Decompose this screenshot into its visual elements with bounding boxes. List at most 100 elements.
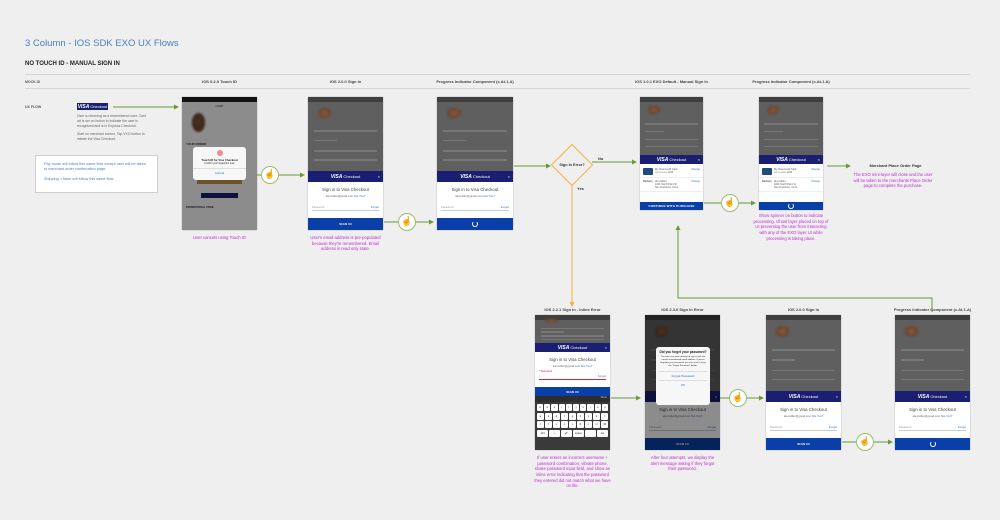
intro-text-2: Start on merchant screen. Tap VXO button…	[77, 132, 145, 141]
change-payment-link[interactable]: Change	[691, 168, 700, 171]
screen-label: IOS 2.0.0 Sign In	[329, 79, 362, 84]
change-payment-link[interactable]: Change	[811, 168, 820, 171]
forgot-link[interactable]: Forgot	[707, 425, 716, 429]
key[interactable]: m	[593, 421, 600, 428]
key[interactable]: v	[569, 421, 576, 428]
primary-button[interactable]	[437, 218, 513, 230]
primary-button[interactable]	[895, 438, 970, 450]
key[interactable]: ⌫	[601, 421, 608, 428]
close-icon[interactable]: ×	[817, 157, 820, 162]
key[interactable]: r	[558, 404, 565, 411]
key[interactable]: a	[537, 412, 544, 420]
close-icon[interactable]: ×	[964, 394, 967, 399]
key[interactable]: .	[585, 429, 596, 437]
close-icon[interactable]: ×	[714, 394, 717, 399]
not-you-link[interactable]: Not You?	[353, 194, 366, 198]
key[interactable]: c	[561, 421, 568, 428]
primary-button[interactable]: SIGN IN	[645, 438, 720, 450]
not-you-link[interactable]: Not You?	[811, 414, 824, 418]
key[interactable]: e	[551, 404, 558, 411]
screen-label: IOS 2.3.0 Sign In Error	[661, 307, 704, 312]
password-input[interactable]: Password Forgot	[649, 425, 716, 431]
forgot-link[interactable]: Forgot	[957, 425, 966, 429]
key[interactable]: d	[553, 412, 560, 420]
key[interactable]: s	[545, 412, 552, 420]
forgot-link[interactable]: Forgot	[370, 205, 379, 209]
continue-label: CONTINUE WITH PURCHASE	[648, 204, 695, 208]
close-icon[interactable]: ×	[697, 157, 700, 162]
forgot-link[interactable]: Forgot	[828, 425, 837, 429]
password-input[interactable]: |Forgot	[539, 374, 606, 380]
primary-button[interactable]: SIGN IN	[308, 218, 383, 230]
key[interactable]: w	[544, 404, 551, 411]
cancel-button[interactable]: Cancel	[193, 168, 246, 175]
key[interactable]: Go	[597, 429, 608, 437]
key[interactable]: u	[580, 404, 587, 411]
close-icon[interactable]: ×	[507, 174, 510, 179]
checkout-text: Checkout	[669, 157, 687, 162]
key[interactable]: space	[573, 429, 584, 437]
merchant-caption: The EXO mini-layer will close and the us…	[853, 172, 933, 189]
address-line-1: 1001 North Point St	[774, 183, 796, 186]
not-you-link[interactable]: Not You?	[580, 364, 593, 368]
key[interactable]: f	[561, 412, 568, 420]
sign-in-label: SIGN IN	[676, 442, 689, 446]
key[interactable]: 🎤	[561, 429, 572, 437]
key[interactable]: y	[573, 404, 580, 411]
key[interactable]: 123	[537, 429, 548, 437]
key[interactable]: t	[565, 404, 572, 411]
page-title: 3 Column - IOS SDK EXO UX Flows	[25, 38, 179, 49]
key[interactable]: k	[593, 412, 600, 420]
not-you-link[interactable]: Not You?	[940, 414, 953, 418]
key[interactable]: i	[587, 404, 594, 411]
key[interactable]: x	[553, 421, 560, 428]
email-text: alexmiller@gmail.com	[325, 194, 354, 198]
key[interactable]: ☺	[549, 429, 560, 437]
email-readonly: alexmiller@gmail.com Not You?	[770, 414, 837, 418]
password-placeholder: Password	[649, 425, 662, 429]
card-number: •••• •••• •••• 1234	[655, 171, 674, 174]
key[interactable]: g	[569, 412, 576, 420]
key[interactable]: n	[585, 421, 592, 428]
key[interactable]: p	[601, 404, 609, 411]
key[interactable]: o	[594, 404, 601, 411]
key[interactable]: ⇧	[537, 421, 544, 428]
key[interactable]: b	[577, 421, 584, 428]
close-icon[interactable]: ×	[835, 394, 838, 399]
close-icon[interactable]: ×	[604, 345, 607, 350]
blurred-merchant-cart	[437, 97, 513, 171]
primary-button[interactable]: SIGN IN	[766, 438, 841, 450]
email-readonly: alexmiller@gmail.com Not You?	[539, 364, 606, 368]
change-delivery-link[interactable]: Change	[811, 180, 820, 183]
address-line-1: 1001 North Point St	[655, 183, 677, 186]
close-icon[interactable]: ×	[377, 174, 380, 179]
forgot-password-button[interactable]: Forgot Password	[659, 371, 707, 378]
tap-gesture-icon: ☝	[721, 194, 739, 212]
ok-button[interactable]: OK	[659, 380, 707, 387]
done-button[interactable]: Done	[600, 396, 607, 399]
blurred-merchant-cart	[535, 315, 610, 343]
primary-button[interactable]: SIGN IN	[535, 387, 610, 396]
change-delivery-link[interactable]: Change	[691, 180, 700, 183]
forgot-link[interactable]: Forgot	[500, 205, 509, 209]
not-you-link[interactable]: Not You?	[690, 414, 703, 418]
key[interactable]: z	[545, 421, 552, 428]
key[interactable]: h	[577, 412, 584, 420]
key[interactable]: l	[601, 412, 608, 420]
key[interactable]: q	[536, 404, 544, 411]
not-you-link[interactable]: Not You?	[483, 194, 495, 198]
forgot-link[interactable]: Forgot	[597, 374, 606, 378]
primary-button[interactable]	[759, 202, 823, 210]
primary-button[interactable]: CONTINUE WITH PURCHASE	[640, 202, 703, 210]
key[interactable]: j	[585, 412, 592, 420]
